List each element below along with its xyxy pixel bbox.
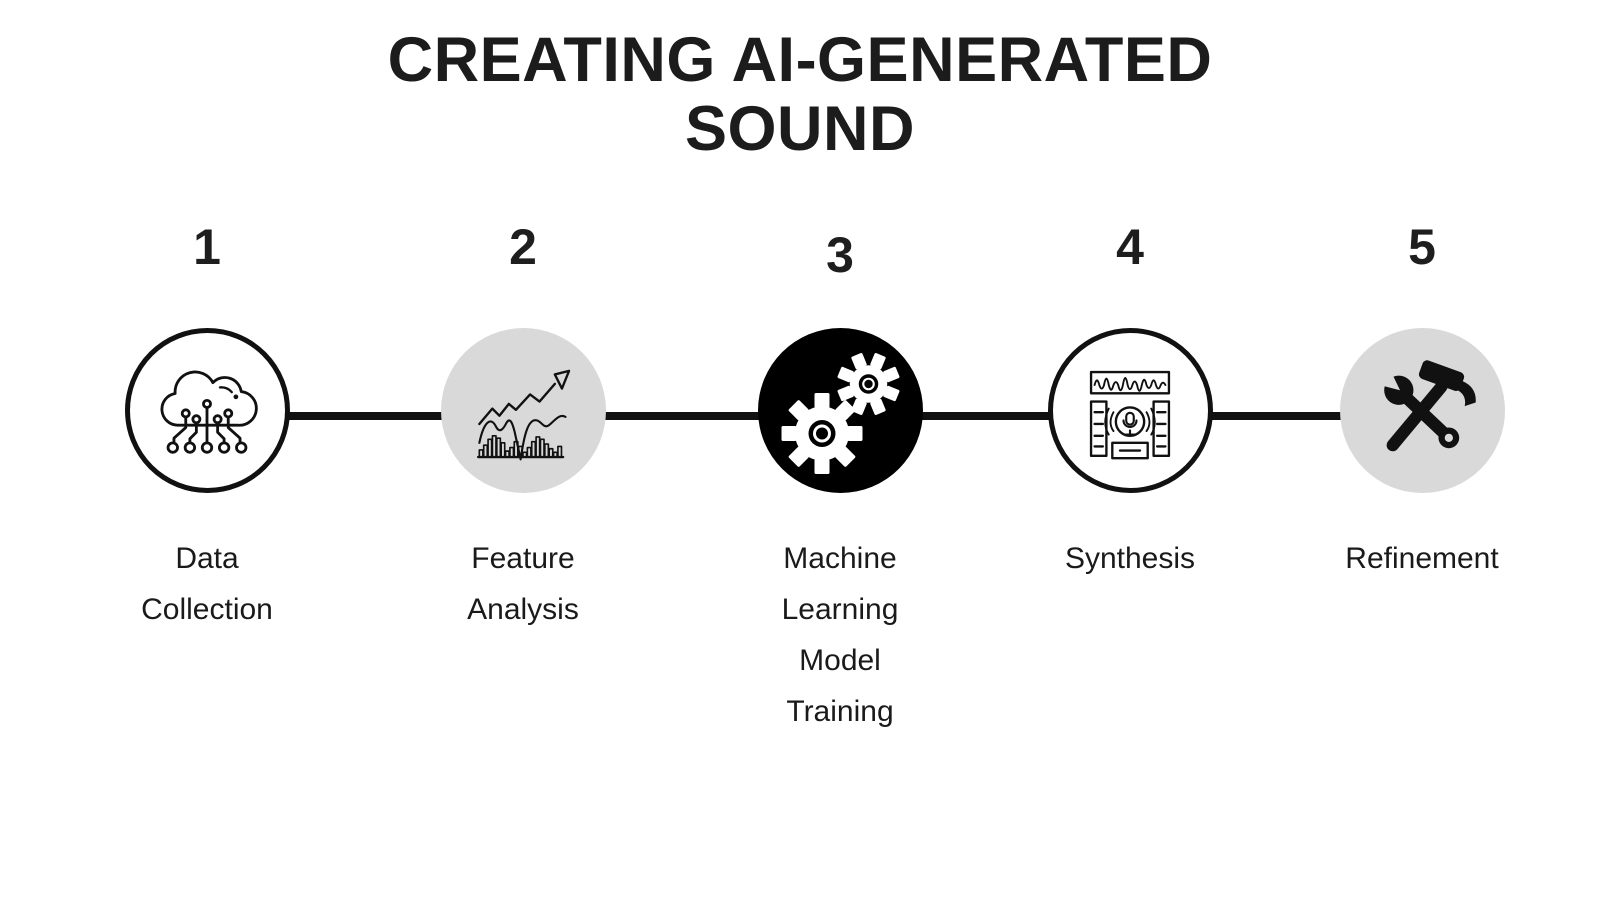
- step-number: 3: [826, 227, 854, 283]
- process-step-5: 5 Refinement: [1307, 220, 1537, 584]
- step-number: 2: [509, 219, 537, 275]
- process-step-2: 2 Feature: [408, 220, 638, 635]
- gears-icon: [781, 352, 900, 474]
- step-icon-circle: [124, 328, 290, 493]
- step-icon-circle: [1339, 328, 1505, 493]
- step-icon-circle: [757, 328, 923, 493]
- step-label: Feature Analysis: [467, 542, 579, 626]
- step-label: Machine Learning Model Training: [781, 542, 899, 728]
- step-icon-circle: [1047, 328, 1213, 493]
- cloud-data-icon: [160, 370, 258, 454]
- step-number: 1: [193, 219, 221, 275]
- tools-icon: [1371, 356, 1476, 451]
- process-step-1: 1 Data Collection: [92, 220, 322, 635]
- step-number: 5: [1408, 219, 1436, 275]
- process-step-3: 3: [725, 220, 955, 737]
- page-title-line2: SOUND: [684, 94, 915, 164]
- page-title-line1: CREATING AI-GENERATED: [387, 25, 1213, 95]
- step-label: Synthesis: [1064, 542, 1196, 575]
- synthesizer-icon: [1089, 370, 1171, 459]
- step-label: Refinement: [1345, 542, 1499, 575]
- step-icon-circle: [440, 328, 606, 493]
- chart-analysis-icon: [476, 369, 571, 460]
- process-step-4: 4 Synthesis: [1015, 220, 1245, 584]
- step-label: Data Collection: [141, 542, 273, 626]
- step-number: 4: [1116, 219, 1144, 275]
- page-title: CREATING AI-GENERATED SOUND: [0, 26, 1600, 164]
